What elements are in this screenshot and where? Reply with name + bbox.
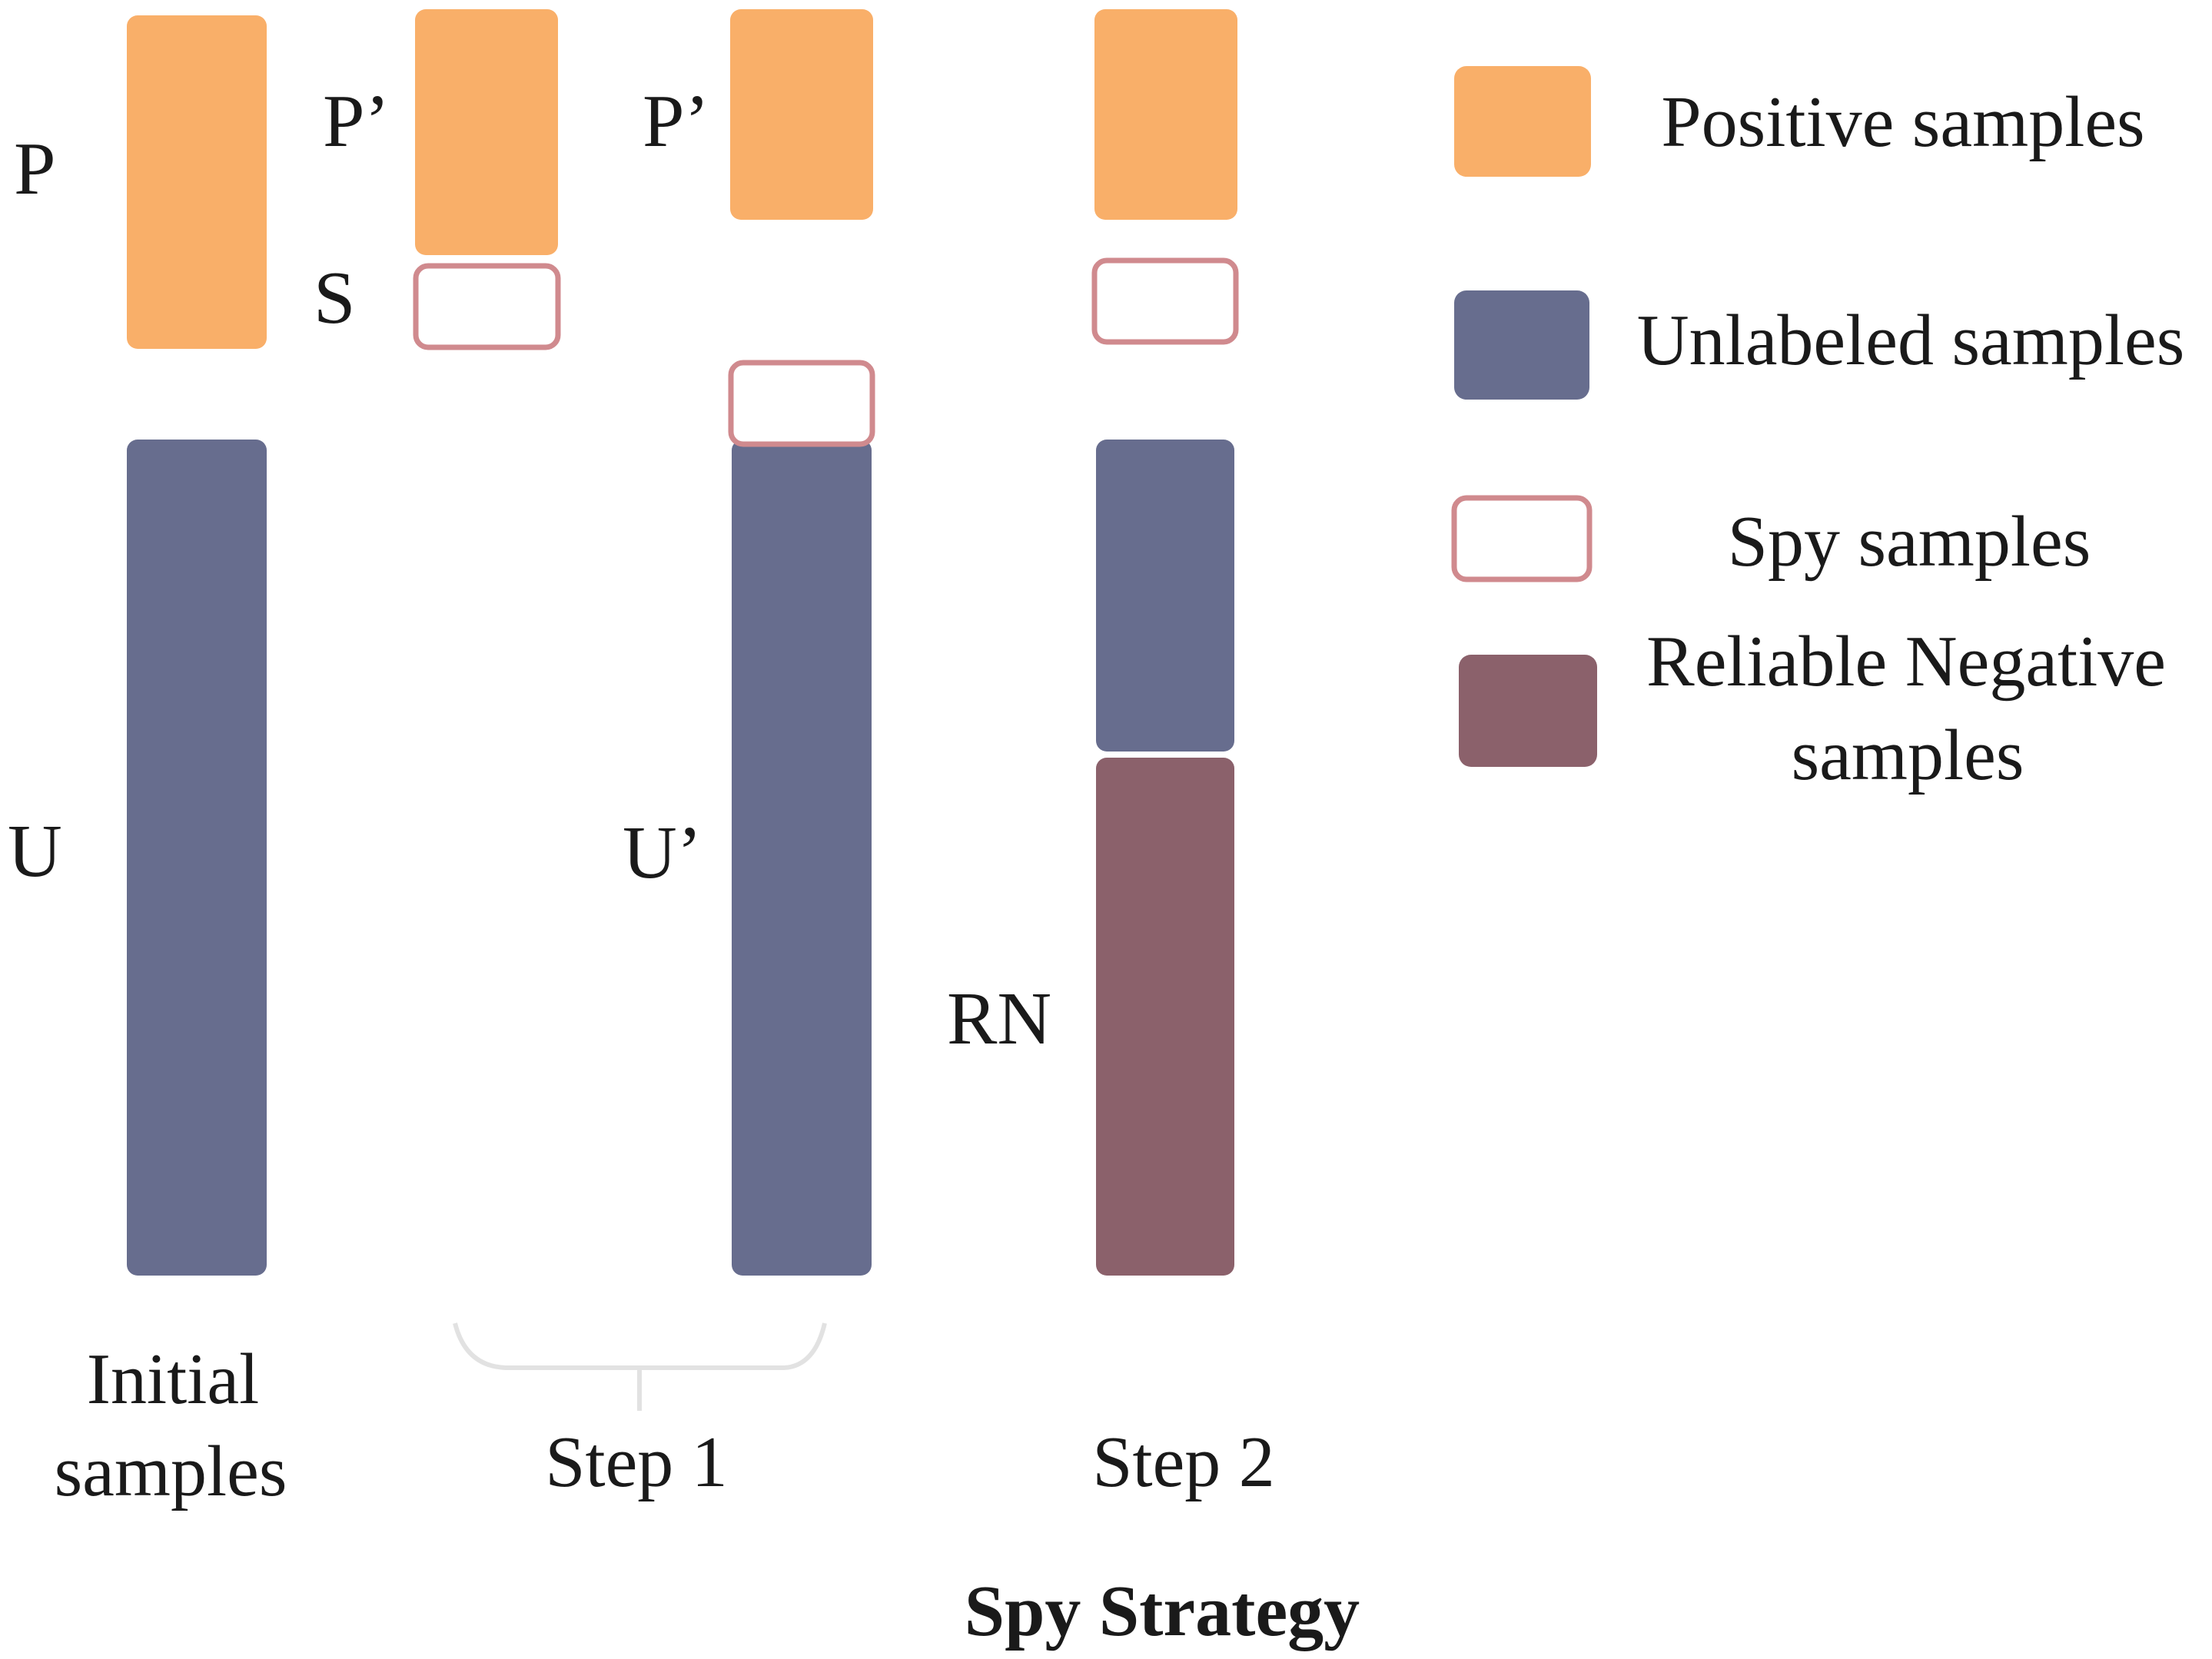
- step2-positive-block: [1094, 9, 1237, 220]
- caption-step1: Step 1: [545, 1422, 728, 1502]
- legend-spy-label: Spy samples: [1728, 502, 2091, 582]
- initial-positive-block: [127, 15, 267, 349]
- step1-bracket: [453, 1322, 827, 1370]
- label-u: U: [8, 810, 62, 893]
- legend-reliable-negative-label-line2: samples: [1792, 715, 2024, 795]
- step1-positive-block: [415, 9, 558, 255]
- step1b-positive-block: [730, 9, 873, 220]
- step2-spy-block: [1091, 257, 1239, 345]
- step2-reliable-negative-block: [1096, 758, 1234, 1276]
- label-p: P: [14, 128, 56, 211]
- legend-unlabeled-label: Unlabeled samples: [1637, 300, 2185, 380]
- caption-step2: Step 2: [1092, 1422, 1275, 1502]
- label-rn: RN: [947, 977, 1051, 1060]
- label-p-prime-step1b: P’: [643, 80, 709, 163]
- legend-positive-swatch: [1454, 66, 1591, 177]
- step1b-unlabeled-block: [732, 440, 872, 1276]
- step2-unlabeled-block: [1096, 440, 1234, 752]
- legend-positive-label: Positive samples: [1661, 82, 2144, 162]
- label-u-prime: U’: [623, 811, 702, 894]
- caption-initial-line1: Initial: [87, 1339, 260, 1419]
- step1b-spy-block: [728, 360, 875, 447]
- legend-spy-swatch: [1451, 495, 1593, 582]
- legend-reliable-negative-swatch: [1459, 655, 1597, 767]
- step1-spy-block: [413, 263, 561, 350]
- legend-unlabeled-swatch: [1454, 290, 1589, 400]
- diagram-title: Spy Strategy: [965, 1571, 1360, 1651]
- label-p-prime-step1: P’: [323, 80, 390, 163]
- legend-reliable-negative-label-line1: Reliable Negative: [1646, 622, 2166, 702]
- caption-initial-line2: samples: [55, 1432, 287, 1511]
- initial-unlabeled-block: [127, 440, 267, 1276]
- label-s: S: [314, 257, 356, 340]
